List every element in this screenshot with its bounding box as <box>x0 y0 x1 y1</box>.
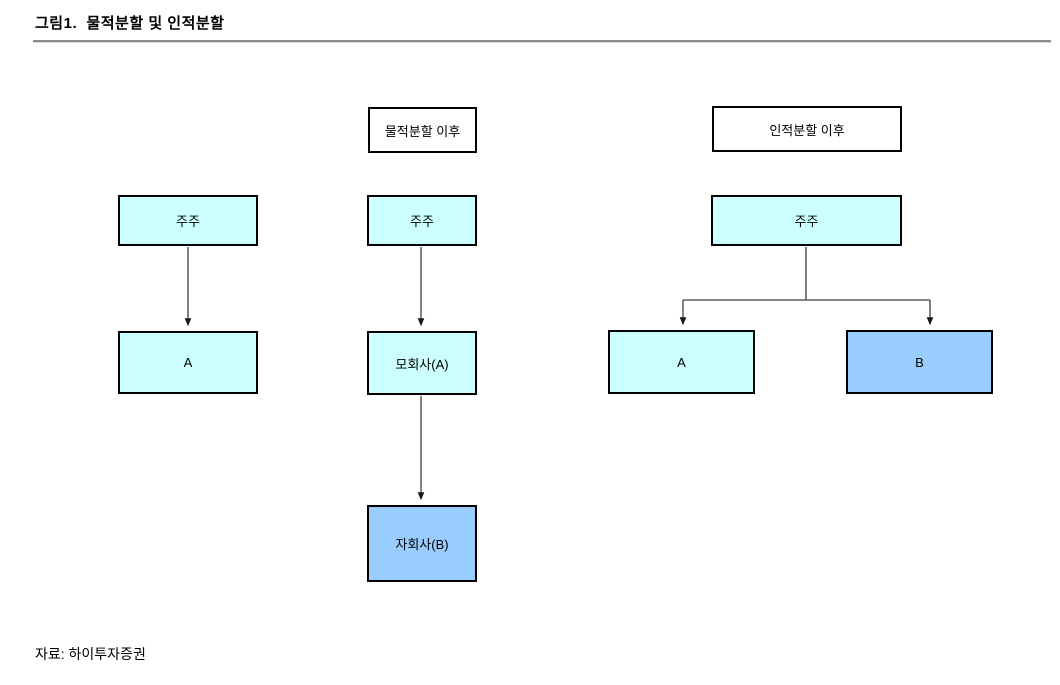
header-label-physical-split: 물적분할 이후 <box>384 123 461 139</box>
label-physical-shareholder: 주주 <box>410 214 434 229</box>
title-underline <box>33 40 1051 43</box>
box-before-company-a: A <box>118 331 258 394</box>
header-label-spin-off: 인적분할 이후 <box>769 122 845 138</box>
box-parent-company-a: 모회사(A) <box>367 331 477 395</box>
label-spinoff-shareholder: 주주 <box>794 214 819 229</box>
label-before-company-a: A <box>183 355 193 370</box>
label-parent-company-a: 모회사(A) <box>395 356 449 372</box>
label-subsidiary-b: 자회사(B) <box>395 537 449 552</box>
label-spinoff-company-a: A <box>677 354 686 370</box>
header-box-physical-split: 물적분할 이후 <box>368 107 477 153</box>
header-box-spin-off: 인적분할 이후 <box>712 106 902 152</box>
box-before-shareholder: 주주 <box>118 195 258 246</box>
box-physical-shareholder: 주주 <box>367 195 477 246</box>
label-before-shareholder: 주주 <box>176 214 200 229</box>
source-note: 자료: 하이투자증권 <box>35 646 146 662</box>
box-subsidiary-b: 자회사(B) <box>367 505 477 582</box>
figure-title: 그림1. 물적분할 및 인적분할 <box>35 15 225 32</box>
box-spinoff-shareholder: 주주 <box>711 195 902 246</box>
box-spinoff-company-a: A <box>608 330 755 394</box>
label-spinoff-company-b: B <box>915 354 924 370</box>
box-spinoff-company-b: B <box>846 330 993 394</box>
